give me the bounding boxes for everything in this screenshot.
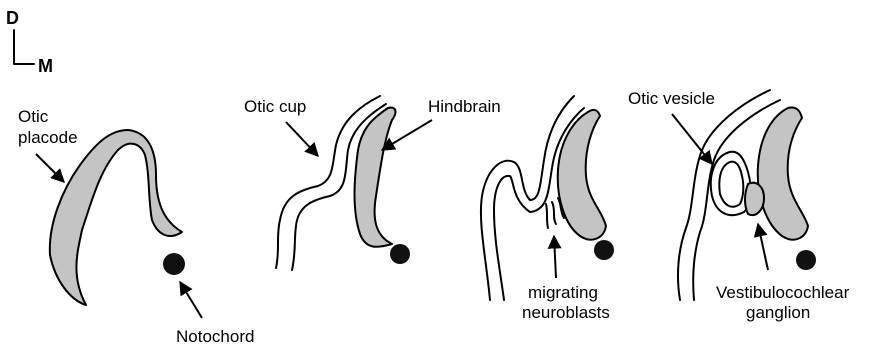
otic-cup-arrow <box>286 122 318 156</box>
otic-vesicle-label: Otic vesicle <box>628 89 715 108</box>
hindbrain-tissue-stage4 <box>758 107 808 239</box>
notochord-arrow <box>180 282 202 318</box>
notochord-stage1 <box>163 253 185 275</box>
otic-vesicle-inner <box>719 162 743 207</box>
neuroblast-2 <box>552 202 556 224</box>
stage-migrating-neuroblasts: migrating neuroblasts <box>481 96 614 322</box>
otic-placode-tissue <box>50 130 182 305</box>
otic-placode-label-line1: Otic <box>18 107 49 126</box>
orientation-axes <box>14 30 34 64</box>
migrating-label-line2: neuroblasts <box>522 303 610 322</box>
notochord-stage2 <box>390 244 410 264</box>
vestibulocochlear-ganglion-shape <box>745 183 764 215</box>
notochord-stage3 <box>594 240 614 260</box>
otic-vesicle-arrow <box>672 114 712 164</box>
stage-otic-vesicle: Otic vesicle Vestibulocochlear ganglion <box>628 89 850 322</box>
neuroblasts-arrow <box>554 236 556 278</box>
dorsal-label: D <box>6 8 19 28</box>
migrating-label-line1: migrating <box>528 283 598 302</box>
medial-label: M <box>38 56 53 76</box>
hindbrain-tissue-stage2 <box>355 108 396 247</box>
stage-otic-placode: Otic placode Notochord <box>18 107 254 346</box>
hindbrain-label: Hindbrain <box>428 97 501 116</box>
orientation-indicator: D M <box>6 8 53 76</box>
notochord-stage4 <box>796 250 816 270</box>
notochord-label: Notochord <box>176 327 254 346</box>
otic-placode-arrow <box>36 154 64 182</box>
stage-otic-cup: Otic cup Hindbrain <box>244 96 501 270</box>
neuroblast-1 <box>546 204 548 228</box>
ganglion-arrow <box>758 224 768 270</box>
vestibulocochlear-label-line1: Vestibulocochlear <box>716 283 850 302</box>
vestibulocochlear-label-line2: ganglion <box>746 303 810 322</box>
otic-cup-label: Otic cup <box>244 97 306 116</box>
otic-placode-label-line2: placode <box>18 128 78 147</box>
